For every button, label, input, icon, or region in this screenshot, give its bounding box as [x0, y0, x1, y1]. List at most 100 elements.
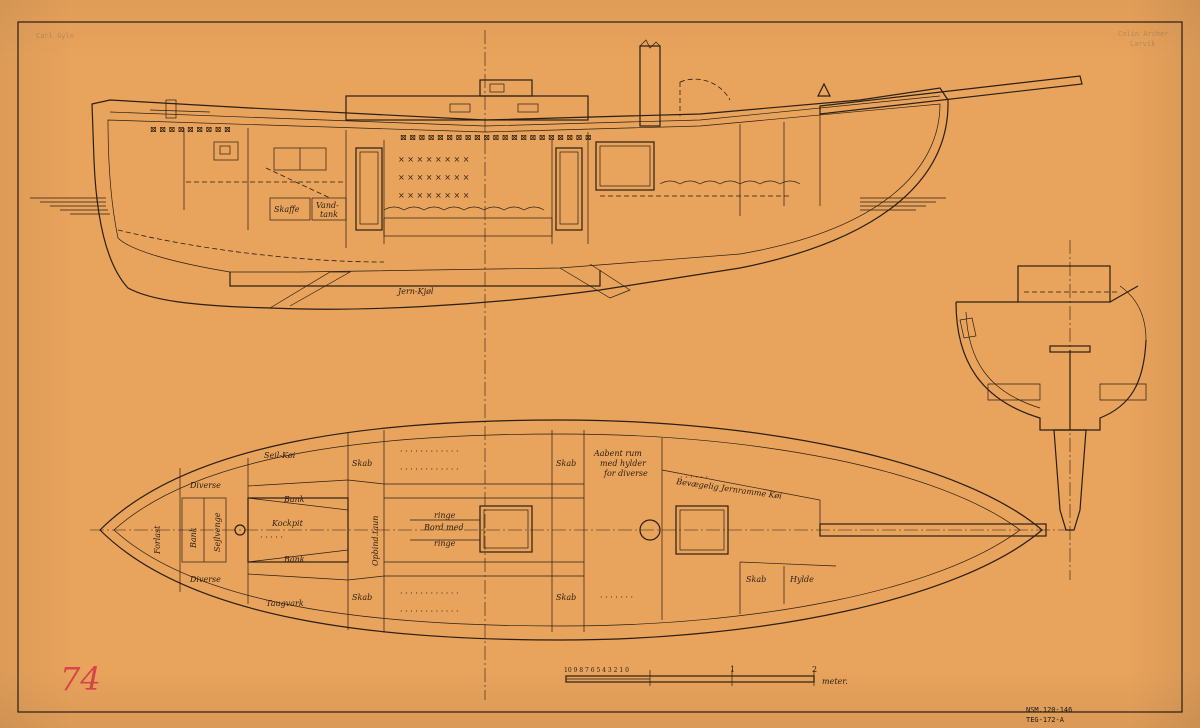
label-skab-2: Skab	[352, 593, 372, 602]
cabin-port-2	[517, 103, 539, 113]
label-bank-top: Bank	[283, 495, 305, 504]
door-aft	[355, 147, 383, 231]
sheer-strake	[109, 95, 941, 127]
forward-hatch-plan	[675, 505, 729, 555]
vandtank-box	[311, 197, 347, 221]
cabinet-small	[213, 141, 239, 161]
mast-step-plan	[639, 519, 661, 541]
label-forlast: Forlast	[153, 525, 162, 555]
label-skab-3: Skab	[556, 459, 576, 468]
label-ringe-2: ringe	[434, 539, 456, 548]
hull-plan-outline	[99, 419, 1043, 641]
forward-window	[595, 141, 655, 191]
label-kockpit: Kockpit	[271, 519, 304, 528]
plan-dot-patterns: · · · · · · · · · · · · · · · · · · · · …	[260, 447, 708, 616]
waterline-hatch-left	[30, 197, 110, 215]
label-taugvark: Taugvark	[266, 599, 304, 608]
saloon-table	[479, 505, 533, 553]
iron-frame-berth	[661, 469, 821, 524]
keel-bracket-aft	[559, 263, 631, 299]
vandtank-label-2: tank	[320, 210, 338, 219]
label-bank-side: Bank	[189, 527, 198, 549]
skylight	[479, 79, 533, 97]
plan-bulkheads	[179, 430, 785, 632]
svg-text:· · · · · · · · · ·: · · · · · · · · · · · ·	[400, 447, 459, 456]
svg-text:· · · · · · · · · ·: · · · · · · · · · · · ·	[400, 607, 459, 616]
catalog-number-2: TEG-172-A	[1026, 716, 1065, 724]
label-skab-1: Skab	[352, 459, 372, 468]
scale-one: 1	[730, 665, 735, 674]
tiller-post	[165, 99, 177, 119]
section-berth-left	[987, 383, 1041, 401]
stamp-top-right-1: Colin Archer	[1118, 30, 1169, 38]
svg-text:· · · · · · · · · ·: · · · · · · · · · · · ·	[400, 465, 459, 474]
label-aabent-3: for diverse	[603, 469, 648, 478]
label-aabent-1: Aabent rum	[593, 449, 642, 458]
svg-text:· · · · · ·: · · · · · ·	[680, 473, 708, 482]
cabin-trunk	[345, 95, 589, 121]
border-frame	[17, 21, 1183, 713]
svg-text:⊠ ⊠ ⊠ ⊠ ⊠ ⊠ ⊠ ⊠ ⊠ ⊠ ⊠ ⊠ ⊠ ⊠ ⊠: ⊠ ⊠ ⊠ ⊠ ⊠ ⊠ ⊠ ⊠ ⊠ ⊠ ⊠ ⊠ ⊠ ⊠ ⊠ ⊠ ⊠ ⊠ ⊠ ⊠ …	[400, 133, 592, 142]
label-bord-med: Bord med	[423, 523, 464, 532]
scale-two: 2	[812, 665, 817, 674]
section-table	[1049, 345, 1091, 353]
profile-view: Jern-Kjøl	[30, 39, 1083, 310]
svg-text:× × × × × × × ×: × × × × × × × ×	[398, 191, 469, 200]
section-cabin-trunk	[1017, 265, 1111, 303]
settee-berth	[383, 217, 553, 237]
catalog-number-1: NSM.120-146	[1026, 706, 1072, 714]
door-fwd	[555, 147, 583, 231]
svg-text:· · · · ·: · · · · ·	[260, 533, 283, 542]
svg-text:× × × × × × × ×: × × × × × × × ×	[398, 173, 469, 182]
label-skab-5: Skab	[746, 575, 766, 584]
keel-bracket-fwd	[269, 271, 352, 309]
stamp-top-left: Carl Gyle	[36, 32, 74, 40]
label-seil-koi: Seil-Køi	[264, 451, 296, 460]
hatch-swing-arc	[679, 78, 731, 101]
red-mark: 74	[60, 660, 101, 698]
settee-cushion	[383, 206, 545, 211]
svg-text:× × × × × × × ×: × × × × × × × ×	[398, 155, 469, 164]
iron-keel	[229, 270, 601, 287]
cockpit	[247, 497, 349, 563]
label-ringe-1: ringe	[434, 511, 456, 520]
label-hylde: Hylde	[789, 575, 814, 584]
skaffe-label: Skaffe	[274, 205, 300, 214]
bulkheads	[183, 114, 821, 248]
svg-text:· · · · · · · · · ·: · · · · · · · · · · · ·	[400, 589, 459, 598]
keel-label: Jern-Kjøl	[396, 287, 434, 296]
tiller	[149, 109, 211, 113]
scale-ticks-left: 10 9 8 7 6 5 4 3 2 1 0	[564, 667, 629, 674]
label-bank-bottom: Bank	[283, 555, 305, 564]
cabin-cushion-pattern: × × × × × × × × × × × × × × × × × × × × …	[398, 155, 469, 200]
vandtank-label: Vand-	[316, 201, 339, 210]
section-keel	[1053, 429, 1087, 531]
svg-text:· · · · · · ·: · · · · · · ·	[600, 593, 633, 602]
label-bevaegelig: Bevægelig Jernramme Køi	[675, 477, 783, 501]
skaffe-box	[269, 197, 311, 221]
bowsprit	[819, 75, 1083, 115]
label-diverse-bottom: Diverse	[189, 575, 221, 584]
label-aabent-2: med hylder	[600, 459, 647, 468]
stamp-top-right-2: Larvik	[1130, 40, 1156, 48]
scale-bar: 10 9 8 7 6 5 4 3 2 1 0 1 2 meter.	[564, 665, 848, 686]
scale-unit: meter.	[822, 677, 848, 686]
section-berth-right	[1099, 383, 1147, 401]
bowsprit-plan	[819, 523, 1047, 537]
label-skab-4: Skab	[556, 593, 576, 602]
hull-plan-inner	[113, 433, 1021, 627]
label-sejlvenge: Sejlvenge	[213, 512, 222, 552]
forepeak-cushion	[659, 180, 801, 185]
rudder-post	[234, 524, 246, 536]
label-opbind: Opbind.taun	[371, 516, 380, 566]
midship-section	[955, 265, 1147, 531]
deck-beams: ⊠ ⊠ ⊠ ⊠ ⊠ ⊠ ⊠ ⊠ ⊠ ⊠ ⊠ ⊠ ⊠ ⊠ ⊠ ⊠ ⊠ ⊠ ⊠ ⊠ …	[150, 125, 592, 142]
label-diverse-top: Diverse	[189, 481, 221, 490]
hull-profile-outline	[91, 87, 949, 310]
mast	[639, 45, 661, 127]
hull-inner-line	[107, 103, 941, 273]
cabin-port-1	[449, 103, 471, 113]
bow-bitts	[817, 82, 831, 97]
